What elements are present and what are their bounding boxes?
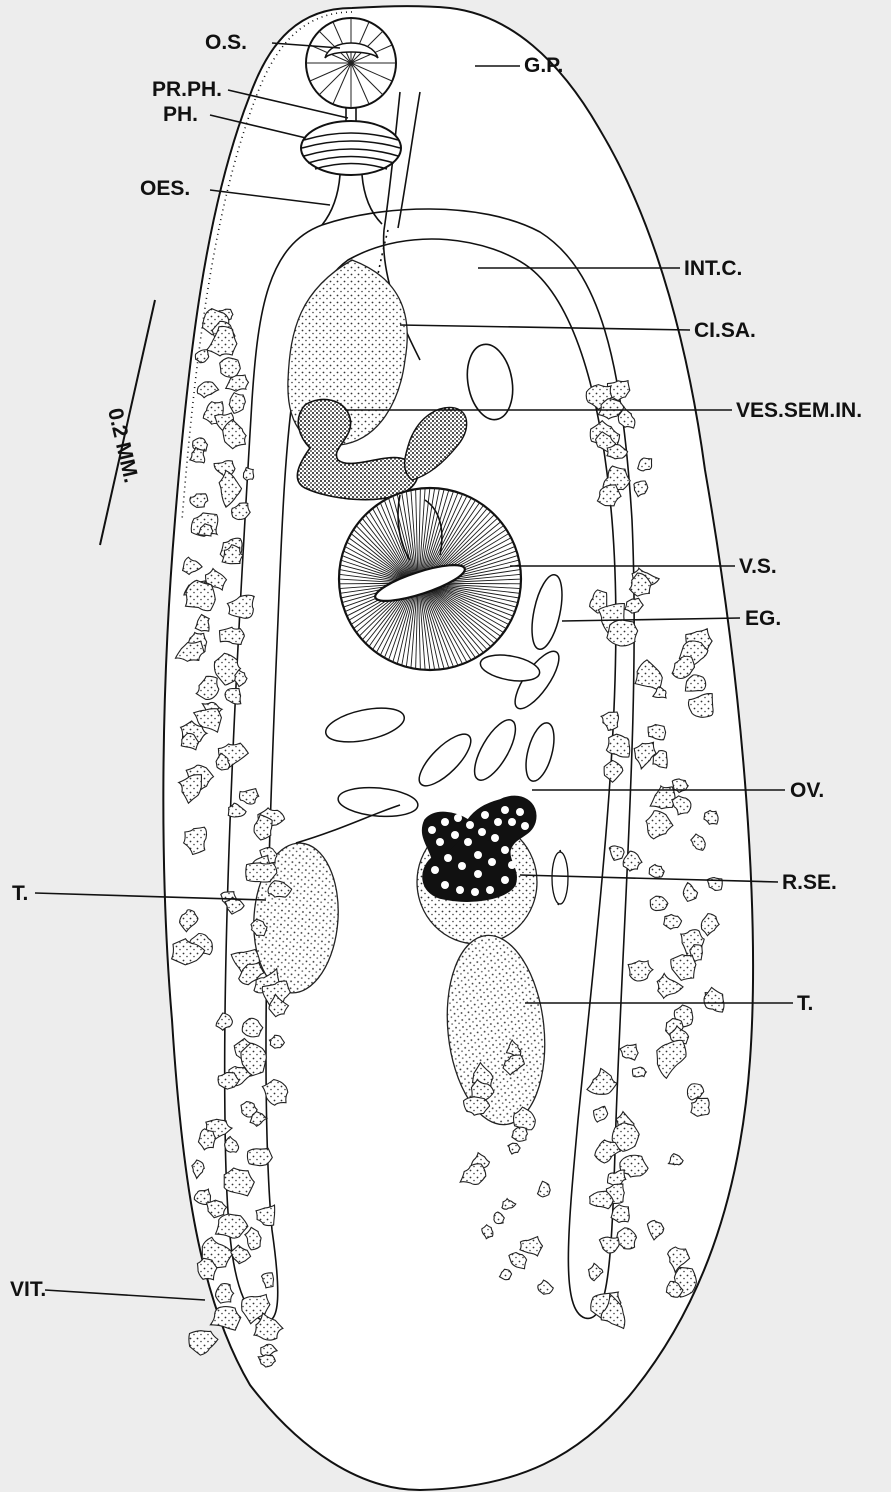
label-pharynx: PH. — [163, 103, 198, 126]
label-receptaculum-seminis: R.SE. — [782, 871, 837, 894]
label-prepharynx: PR.PH. — [152, 78, 222, 101]
vitelline-follicle — [220, 358, 241, 377]
label-oesophagus: OES. — [140, 177, 190, 200]
vitelline-follicle — [186, 580, 216, 610]
label-intestinal-caeca: INT.C. — [684, 257, 742, 280]
label-ventral-sucker: V.S. — [739, 555, 777, 578]
label-genital-pore: G.P. — [524, 54, 563, 77]
label-ovary: OV. — [790, 779, 824, 802]
label-testis-left: T. — [12, 882, 28, 905]
label-testis-right: T. — [797, 992, 813, 1015]
vitelline-follicle — [220, 627, 245, 644]
ventral-sucker — [338, 487, 522, 671]
vitelline-follicle — [247, 1148, 272, 1165]
scale-bar: 0.2 MM. — [100, 300, 155, 545]
vitelline-follicle — [246, 863, 277, 882]
vitelline-follicle — [607, 620, 638, 646]
scale-bar-label: 0.2 MM. — [103, 406, 142, 485]
vitelline-follicle — [189, 1331, 218, 1355]
label-eggs: EG. — [745, 607, 781, 630]
label-vitellaria: VIT. — [10, 1278, 46, 1301]
label-cirrus-sac: CI.SA. — [694, 319, 756, 342]
pharynx — [301, 121, 401, 175]
label-vesicula-seminalis-interna: VES.SEM.IN. — [736, 399, 862, 422]
vitelline-follicle — [632, 1067, 646, 1077]
label-oral-sucker: O.S. — [205, 31, 247, 54]
oral-sucker — [306, 18, 396, 108]
